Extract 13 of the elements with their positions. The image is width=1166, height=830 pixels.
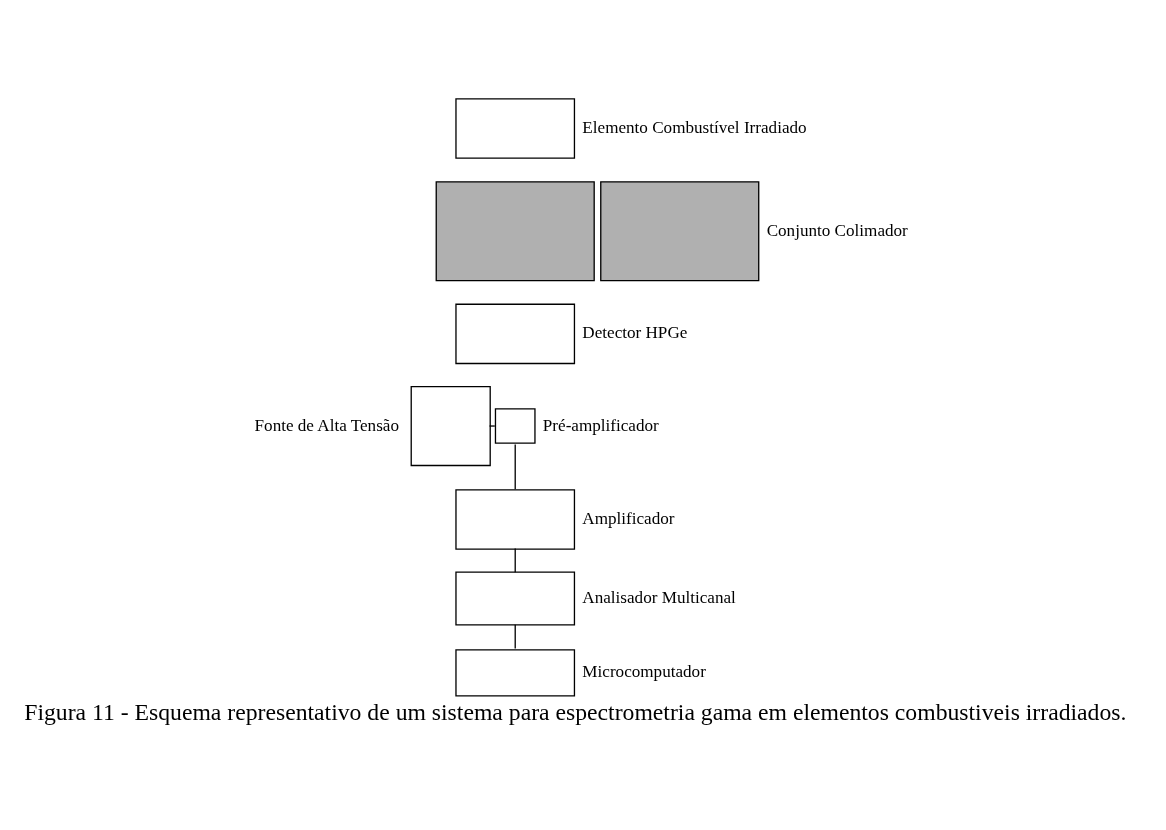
node-label: Pré-amplificador	[542, 415, 659, 435]
node-label: Fonte de Alta Tensão	[254, 415, 399, 435]
connector	[514, 547, 516, 573]
node-label: Microcomputador	[582, 661, 706, 681]
node-label: Amplificador	[582, 508, 675, 528]
node-label: Analisador Multicanal	[582, 587, 736, 607]
connector	[514, 443, 516, 490]
node-label: Conjunto Colimador	[766, 220, 908, 240]
node-label: Detector HPGe	[582, 322, 688, 342]
connector	[488, 424, 496, 427]
caption: Figura 11 - Esquema representativo de um sistema para espectrometria gama em elementos combustiveis irradiados.	[24, 698, 1127, 725]
connector	[514, 623, 516, 649]
node-label: Elemento Combustível Irradiado	[582, 117, 807, 137]
